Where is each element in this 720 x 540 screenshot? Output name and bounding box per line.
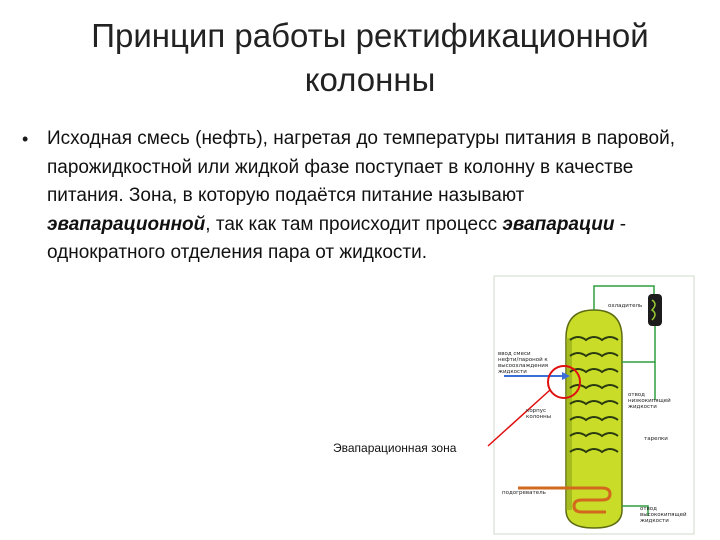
term-evaporation: эвапарации (502, 213, 615, 235)
title-line-1: Принцип работы ректификационной (91, 17, 649, 54)
condenser-icon (648, 294, 662, 326)
evaporation-zone-highlight (547, 365, 581, 399)
vapor-out-label-1: отвод (628, 392, 645, 398)
feed-label-2: нефти/пароной к (498, 356, 548, 363)
bottom-product-pipe (622, 505, 649, 516)
bottom-out-label-3: жидкости (640, 518, 669, 524)
bottom-out-label-1: отвод (640, 506, 657, 512)
bottom-out-label-2: высококипящей (640, 511, 687, 518)
body-label-1: корпус (526, 408, 546, 414)
plates-label: тарелки (644, 436, 668, 442)
heater-coil (518, 486, 612, 514)
term-evaporation-zone: эвапарационной (47, 213, 206, 235)
vapor-out-label-3: жидкости (628, 404, 657, 410)
vapor-pipe (593, 285, 655, 310)
feed-label-1: ввод смеси (498, 351, 531, 357)
evaporation-zone-label: Эвапарационная зона (333, 441, 457, 455)
heater-label: подогреватель (502, 490, 546, 496)
column-body (565, 309, 623, 529)
feed-arrow (504, 372, 570, 380)
body-label-2: колонны (526, 414, 551, 420)
title-line-2: колонны (304, 61, 436, 98)
bullet-text-part-1: Исходная смесь (нефть), нагретая до темп… (47, 128, 675, 206)
bullet-dot: • (22, 129, 29, 149)
bullet-text-part-2: , так как там происходит процесс (205, 213, 503, 235)
slide-title: Принцип работы ректификационной колонны (40, 14, 700, 102)
vapor-out-label-2: низкокипящей (628, 397, 671, 404)
evaporation-zone-pointer (487, 389, 551, 447)
column-plates (569, 336, 619, 454)
bullet-text-part-3: - однократного отделения пара от жидкост… (47, 213, 627, 264)
feed-label-4: жидкости (498, 369, 527, 375)
condenser-label: охладитель (608, 303, 642, 309)
distillation-column-diagram: охладитель ввод смеси нефти/пароной к вы… (487, 275, 695, 535)
bullet-text: Исходная смесь (нефть), нагретая до темп… (47, 125, 682, 268)
feed-label-3: высоохлаждения (498, 363, 548, 369)
bullet-item: • Исходная смесь (нефть), нагретая до те… (22, 125, 682, 268)
